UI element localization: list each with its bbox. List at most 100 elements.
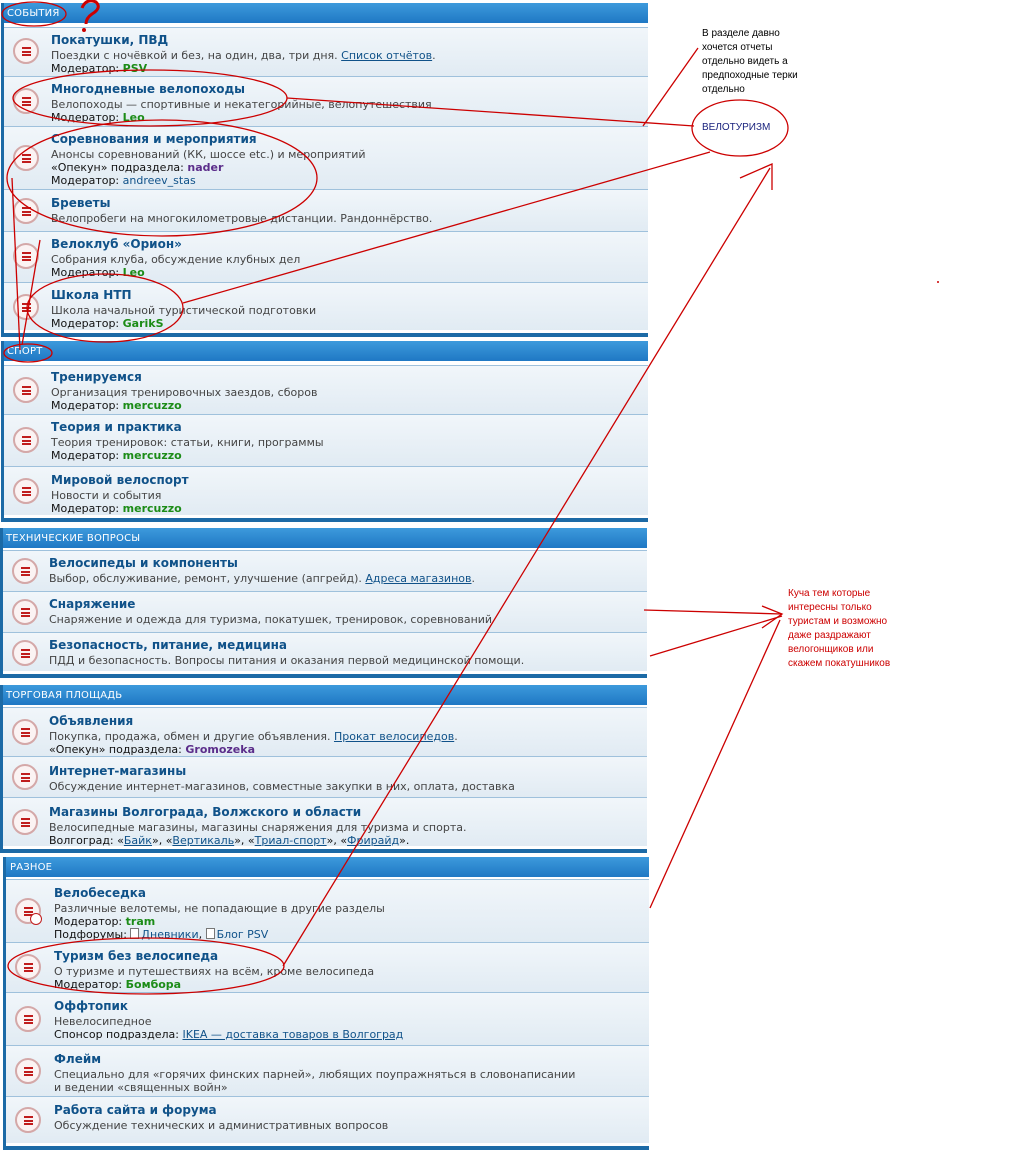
forum-title[interactable]: Оффтопик [54,999,129,1013]
forum-description: Обсуждение интернет-магазинов, совместны… [49,780,515,793]
forum-title[interactable]: Теория и практика [51,420,182,434]
forum-description: Новости и события [51,489,162,502]
forum-description: Специально для «горячих финских парней»,… [54,1068,576,1081]
forum-description-cont: и ведении «священных войн» [54,1081,228,1094]
category-header[interactable]: Технические вопросы [3,528,647,548]
category-header[interactable]: События [4,3,648,23]
annotation-velotourism-label: ВЕЛОТУРИЗМ [702,122,771,133]
guardian-link[interactable]: Gromozeka [185,743,256,756]
shop-link[interactable]: Фрирайд [347,834,400,847]
forum-title[interactable]: Работа сайта и форума [54,1103,217,1117]
subforums-line: Подфорумы: Дневники, Блог PSV [54,928,269,941]
forum-row[interactable]: Снаряжение Снаряжение и одежда для туриз… [3,591,647,632]
forum-title[interactable]: Велобеседка [54,886,147,900]
forum-row[interactable]: Мировой велоспорт Новости и события Моде… [4,466,648,515]
shop-link[interactable]: Триал-спорт [254,834,327,847]
forum-row[interactable]: Туризм без велосипеда О туризме и путеше… [6,942,649,992]
forum-title[interactable]: Безопасность, питание, медицина [49,638,287,652]
forum-row[interactable]: Теория и практика Теория тренировок: ста… [4,414,648,466]
rental-link[interactable]: Прокат велосипедов [333,730,455,743]
forum-row[interactable]: Велоклуб «Орион» Собрания клуба, обсужде… [4,231,648,282]
forum-row[interactable]: Объявления Покупка, продажа, обмен и дру… [3,707,647,756]
sponsor-link[interactable]: IKEA — доставка товаров в Волгоград [182,1028,404,1041]
moderator-link[interactable]: Leo [122,266,145,279]
forum-title[interactable]: Туризм без велосипеда [54,949,219,963]
forum-row[interactable]: Интернет-магазины Обсуждение интернет-ма… [3,756,647,797]
forum-title[interactable]: Флейм [54,1052,102,1066]
moderator-link[interactable]: Бомбора [125,978,182,991]
moderator-line: Модератор: GarikS [51,317,164,330]
forum-row[interactable]: Работа сайта и форума Обсуждение техниче… [6,1096,649,1143]
forum-title[interactable]: Школа НТП [51,288,132,302]
moderator-link[interactable]: tram [125,915,156,928]
sponsor-line: Спонсор подраздела: IKEA — доставка това… [54,1028,404,1041]
forum-title[interactable]: Интернет-магазины [49,764,187,778]
forum-read-icon [15,1006,41,1032]
category-header[interactable]: Спорт [4,341,648,361]
forum-read-icon [15,954,41,980]
forum-row[interactable]: Многодневные велопоходы Велопоходы — спо… [4,76,648,126]
forum-title[interactable]: Соревнования и мероприятия [51,132,257,146]
forum-read-icon [12,640,38,666]
moderator-link[interactable]: mercuzzo [122,399,182,412]
moderator-link[interactable]: mercuzzo [122,449,182,462]
forum-row[interactable]: Бреветы Велопробеги на многокилометровые… [4,189,648,231]
moderator-line: Модератор: mercuzzo [51,502,182,515]
shop-link[interactable]: Вертикаль [172,834,235,847]
forum-row[interactable]: Школа НТП Школа начальной туристической … [4,282,648,330]
forum-title[interactable]: Магазины Волгограда, Волжского и области [49,805,362,819]
forum-description: Различные велотемы, не попадающие в друг… [54,902,385,915]
forum-description: Обсуждение технических и административны… [54,1119,389,1132]
annotation-note-tourists: Куча тем которые интересны только турист… [788,588,891,669]
subforum-link[interactable]: Блог PSV [216,928,269,941]
forum-description: Школа начальной туристической подготовки [51,304,317,317]
forum-row[interactable]: Покатушки, ПВД Поездки с ночёвкой и без,… [4,27,648,76]
forum-title[interactable]: Многодневные велопоходы [51,82,245,96]
forum-read-icon [13,88,39,114]
forum-read-icon [13,427,39,453]
forum-read-icon [12,719,38,745]
forum-title[interactable]: Велосипеды и компоненты [49,556,238,570]
forum-title[interactable]: Велоклуб «Орион» [51,237,182,251]
forum-title[interactable]: Бреветы [51,196,111,210]
category-header[interactable]: Разное [6,857,649,877]
moderator-link[interactable]: GarikS [122,317,164,330]
moderator-line: Модератор: Бомбора [54,978,182,991]
forum-description: Организация тренировочных заездов, сборо… [51,386,318,399]
forum-description: Поездки с ночёвкой и без, на один, два, … [51,49,436,62]
moderator-link[interactable]: mercuzzo [122,502,182,515]
forum-row[interactable]: Велобеседка Различные велотемы, не попад… [6,879,649,942]
guardian-link[interactable]: nader [187,161,224,174]
moderator-link[interactable]: andreev_stas [122,174,196,187]
forum-title[interactable]: Тренируемся [51,370,142,384]
document-icon [130,928,140,939]
reports-link[interactable]: Список отчётов [341,49,433,62]
forum-row[interactable]: Тренируемся Организация тренировочных за… [4,365,648,414]
category-sobytiya: События Покатушки, ПВД Поездки с ночёвко… [1,3,648,337]
moderator-line: Модератор: andreev_stas [51,174,196,187]
forum-row[interactable]: Флейм Специально для «горячих финских па… [6,1045,649,1096]
forum-title[interactable]: Покатушки, ПВД [51,33,169,47]
forum-row[interactable]: Соревнования и мероприятия Анонсы соревн… [4,126,648,189]
forum-row[interactable]: Безопасность, питание, медицина ПДД и бе… [3,632,647,671]
forum-row[interactable]: Магазины Волгограда, Волжского и области… [3,797,647,847]
shop-link[interactable]: Байк [123,834,152,847]
subforum-link[interactable]: Дневники [141,928,199,941]
forum-description: Теория тренировок: статьи, книги, програ… [51,436,324,449]
category-tech: Технические вопросы Велосипеды и компоне… [0,528,647,678]
forum-read-icon [13,294,39,320]
forum-description: О туризме и путешествиях на всём, кроме … [54,965,375,978]
category-header[interactable]: Торговая площадь [3,685,647,705]
shops-link[interactable]: Адреса магазинов [365,572,472,585]
forum-description: ПДД и безопасность. Вопросы питания и ок… [49,654,525,667]
forum-row[interactable]: Оффтопик Невелосипедное Спонсор подразде… [6,992,649,1045]
forum-read-icon [15,1107,41,1133]
forum-title[interactable]: Снаряжение [49,597,136,611]
moderator-line: Модератор: Leo [51,266,145,279]
moderator-link[interactable]: PSV [122,62,148,75]
forum-title[interactable]: Мировой велоспорт [51,473,189,487]
moderator-link[interactable]: Leo [122,111,145,124]
forum-row[interactable]: Велосипеды и компоненты Выбор, обслужива… [3,550,647,591]
forum-title[interactable]: Объявления [49,714,134,728]
forum-description: Велопоходы — спортивные и некатегорийные… [51,98,432,111]
